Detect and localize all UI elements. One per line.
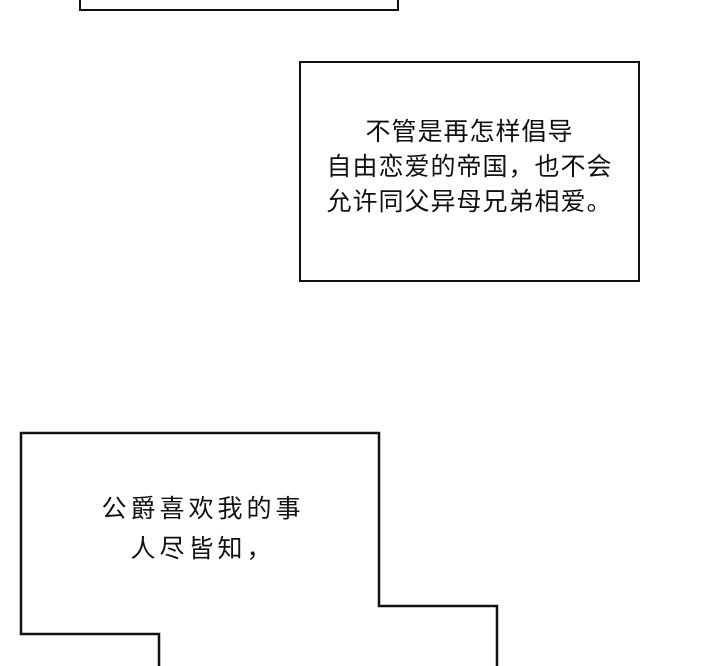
caption-box-1	[299, 61, 640, 282]
caption-1-line-1: 不管是再怎样倡导	[365, 117, 574, 146]
caption-1-line-2: 自由恋爱的帝国，也不会	[326, 152, 613, 181]
caption-2-text: 公爵喜欢我的事 人尽皆知，	[21, 489, 385, 569]
caption-2-line-2: 人尽皆知，	[130, 534, 276, 563]
caption-1-line-3: 允许同父异母兄弟相爱。	[326, 187, 613, 216]
top-caption-box	[79, 0, 399, 11]
caption-2-line-1: 公爵喜欢我的事	[101, 494, 305, 523]
caption-1-text: 不管是再怎样倡导 自由恋爱的帝国，也不会 允许同父异母兄弟相爱。	[299, 114, 640, 219]
